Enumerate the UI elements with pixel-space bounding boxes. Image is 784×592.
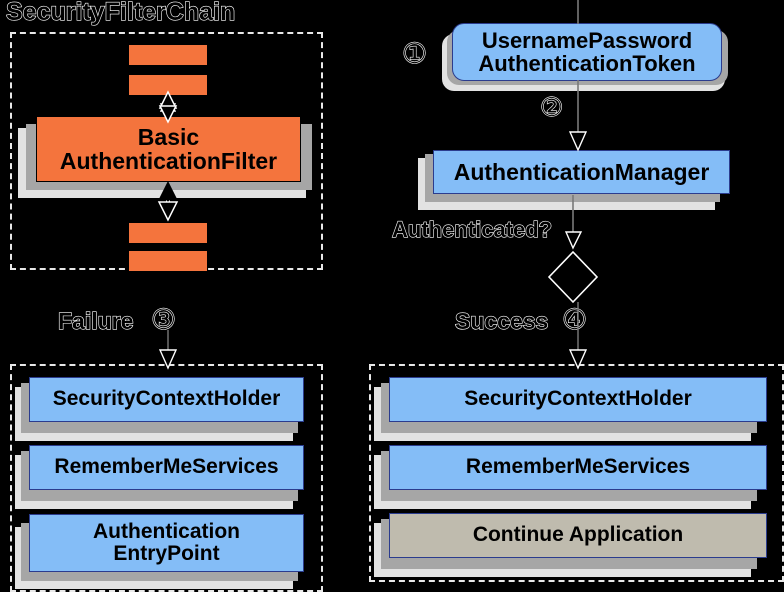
filter-stub-bottom-1 bbox=[128, 222, 208, 244]
failure-item-2-label-line1: Authentication bbox=[93, 519, 240, 543]
basic-auth-filter-label-line1: Basic bbox=[137, 123, 200, 150]
success-item-1-label: RememberMeServices bbox=[465, 455, 691, 479]
arrowhead-token-to-manager bbox=[568, 131, 588, 152]
token-label-line1: UsernamePassword bbox=[481, 27, 693, 53]
failure-item-0-label: SecurityContextHolder bbox=[52, 387, 281, 411]
success-item-continue-application[interactable]: Continue Application bbox=[389, 513, 767, 558]
authenticated-decision-label: Authenticated? bbox=[391, 216, 553, 242]
success-item-0-label: SecurityContextHolder bbox=[464, 387, 692, 411]
filter-stub-top-1 bbox=[128, 44, 208, 66]
filter-stub-top-2 bbox=[128, 74, 208, 96]
failure-item-remember-me-services[interactable]: RememberMeServices bbox=[29, 445, 304, 490]
step-number-2: ② bbox=[539, 92, 564, 122]
token-label-line2: AuthenticationToken bbox=[478, 51, 696, 76]
arrowhead-manager-to-decision bbox=[564, 231, 583, 250]
basic-authentication-filter-node[interactable]: Basic AuthenticationFilter bbox=[36, 116, 301, 182]
security-filter-chain-title: SecurityFilterChain bbox=[5, 0, 236, 27]
decision-diamond bbox=[547, 250, 599, 304]
step-number-3: ③ bbox=[150, 304, 177, 335]
step-number-4: ④ bbox=[561, 304, 588, 335]
username-password-authentication-token-node[interactable]: UsernamePassword AuthenticationToken bbox=[452, 23, 722, 81]
authentication-manager-node[interactable]: AuthenticationManager bbox=[433, 150, 730, 194]
filter-stub-bottom-2 bbox=[128, 250, 208, 272]
failure-branch-label: Failure bbox=[57, 307, 134, 334]
failure-item-authentication-entry-point[interactable]: Authentication EntryPoint bbox=[29, 514, 304, 572]
success-item-security-context-holder[interactable]: SecurityContextHolder bbox=[389, 377, 767, 422]
authentication-manager-label: AuthenticationManager bbox=[453, 158, 710, 185]
success-item-2-label: Continue Application bbox=[472, 523, 684, 547]
failure-item-1-label: RememberMeServices bbox=[54, 455, 279, 479]
failure-item-2-label-line2: EntryPoint bbox=[113, 542, 220, 565]
basic-auth-filter-label-line2: AuthenticationFilter bbox=[59, 148, 278, 174]
success-branch-label: Success bbox=[454, 307, 549, 334]
step-number-1: ① bbox=[401, 38, 428, 69]
success-item-remember-me-services[interactable]: RememberMeServices bbox=[389, 445, 767, 490]
failure-item-security-context-holder[interactable]: SecurityContextHolder bbox=[29, 377, 304, 422]
